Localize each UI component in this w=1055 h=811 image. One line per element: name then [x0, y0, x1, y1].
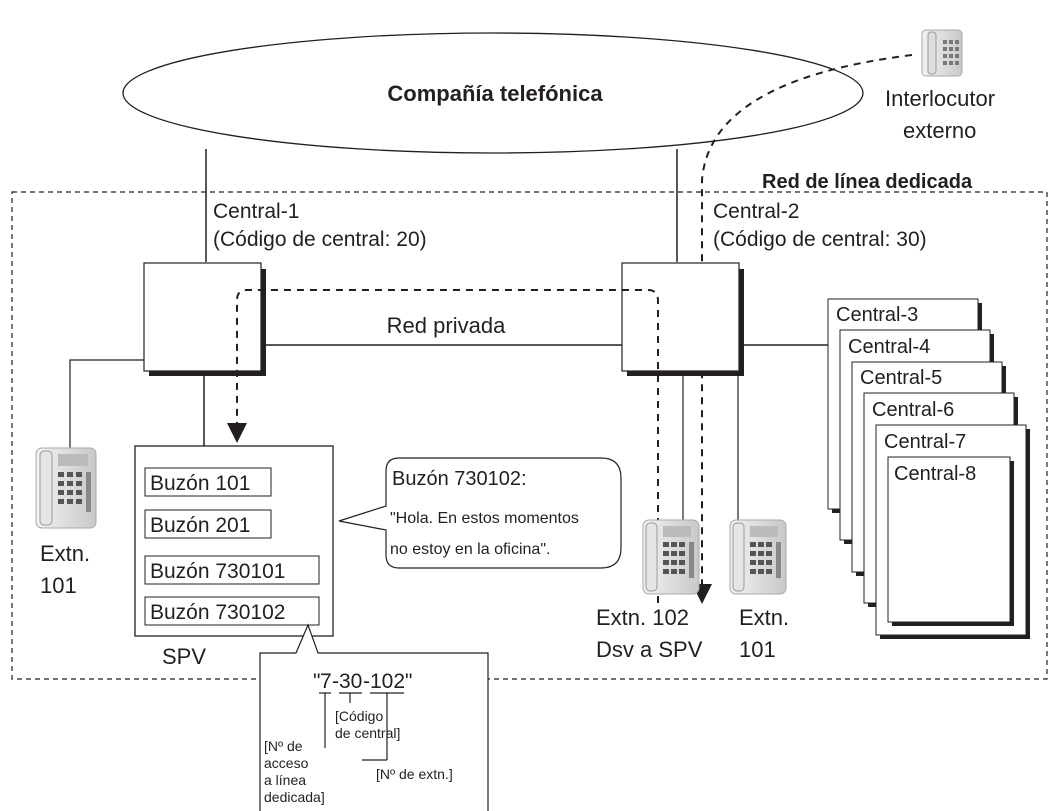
- pbx1-to-ext101-line: [69, 359, 144, 448]
- dial-code-dash-1: -: [332, 670, 339, 693]
- phone-icon-ext101-left: [35, 447, 97, 529]
- greeting-line-3: no estoy en la oficina".: [390, 541, 550, 558]
- ext101-right-label-1: Extn.: [739, 605, 789, 630]
- note-access-3: a línea: [264, 772, 306, 788]
- pbx1-code: (Código de central: 20): [213, 228, 427, 251]
- voicemail-forward-arrowhead: [227, 423, 247, 443]
- pbx2-code: (Código de central: 30): [713, 228, 927, 251]
- greeting-bubble: [338, 457, 622, 569]
- note-access-1: [Nº de: [264, 738, 303, 754]
- pbx1-name: Central-1: [213, 200, 299, 223]
- dial-code-extension: 102: [370, 670, 405, 693]
- pbx1-box: [143, 262, 262, 372]
- pbx2-box: [621, 262, 740, 372]
- dial-code-quote-open: ": [313, 670, 320, 693]
- phone-icon-ext102: [642, 519, 700, 595]
- mailbox-label: Buzón 201: [150, 514, 250, 537]
- voicemail-forward-path: [236, 289, 659, 603]
- dial-code-access-digit: 7: [320, 670, 332, 693]
- external-call-path: [701, 54, 913, 585]
- dedicated-network-boundary: [11, 191, 1048, 680]
- external-party-label-2: externo: [903, 118, 976, 143]
- dial-code-quote-close: ": [405, 670, 412, 693]
- pbx-stack-label: Central-7: [884, 431, 966, 453]
- dial-code-leaders: [319, 692, 404, 761]
- note-pbx-code-2: de central]: [335, 725, 400, 741]
- telco-label: Compañía telefónica: [387, 81, 603, 106]
- mailbox-list: Buzón 101 Buzón 201 Buzón 730101 Buzón 7…: [144, 467, 320, 626]
- phone-icon-ext101-right: [729, 519, 787, 595]
- greeting-line-1: Buzón 730102:: [392, 468, 527, 490]
- pbx-stack-label: Central-8: [894, 463, 976, 485]
- ext102-label-1: Extn. 102: [596, 605, 689, 630]
- greeting-line-2: "Hola. En estos momentos: [390, 510, 579, 527]
- mailbox-item: [144, 509, 272, 539]
- ext102-label-2: Dsv a SPV: [596, 637, 703, 662]
- mailbox-item: [144, 467, 272, 497]
- pbx2-name: Central-2: [713, 200, 799, 223]
- dial-code-callout: [259, 623, 489, 811]
- dial-code-dash-2: -: [363, 670, 370, 693]
- mailbox-label: Buzón 101: [150, 472, 250, 495]
- note-pbx-code-1: [Código: [335, 708, 383, 724]
- mailbox-item: [144, 555, 320, 585]
- mailbox-label: Buzón 730102: [150, 601, 285, 624]
- ext101-right-label-2: 101: [739, 637, 776, 662]
- pbx-stack: Central-3 Central-4 Central-5 Central-6 …: [827, 298, 1030, 639]
- external-party-label-1: Interlocutor: [885, 86, 995, 111]
- mailbox-item: [144, 596, 320, 626]
- private-network-label: Red privada: [387, 313, 506, 338]
- pbx-stack-label: Central-3: [836, 304, 918, 326]
- dial-code: " 7 - 30 - 102 ": [313, 670, 412, 693]
- pbx-stack-label: Central-4: [848, 336, 930, 358]
- dial-code-pbx-code: 30: [339, 670, 362, 693]
- note-access-4: dedicada]: [264, 789, 325, 805]
- pbx-stack-label: Central-6: [872, 399, 954, 421]
- ext101-left-label-2: 101: [40, 573, 77, 598]
- ext101-left-label-1: Extn.: [40, 541, 90, 566]
- pbx-stack-item: Central-8: [887, 456, 1014, 626]
- dedicated-network-label: Red de línea dedicada: [762, 171, 973, 193]
- note-extension: [Nº de extn.]: [376, 766, 453, 782]
- mailbox-label: Buzón 730101: [150, 560, 285, 583]
- pbx-stack-label: Central-5: [860, 367, 942, 389]
- note-access-2: acceso: [264, 755, 309, 771]
- spv-label: SPV: [162, 644, 206, 669]
- telco-cloud: [122, 32, 864, 154]
- external-phone-icon: [921, 29, 963, 77]
